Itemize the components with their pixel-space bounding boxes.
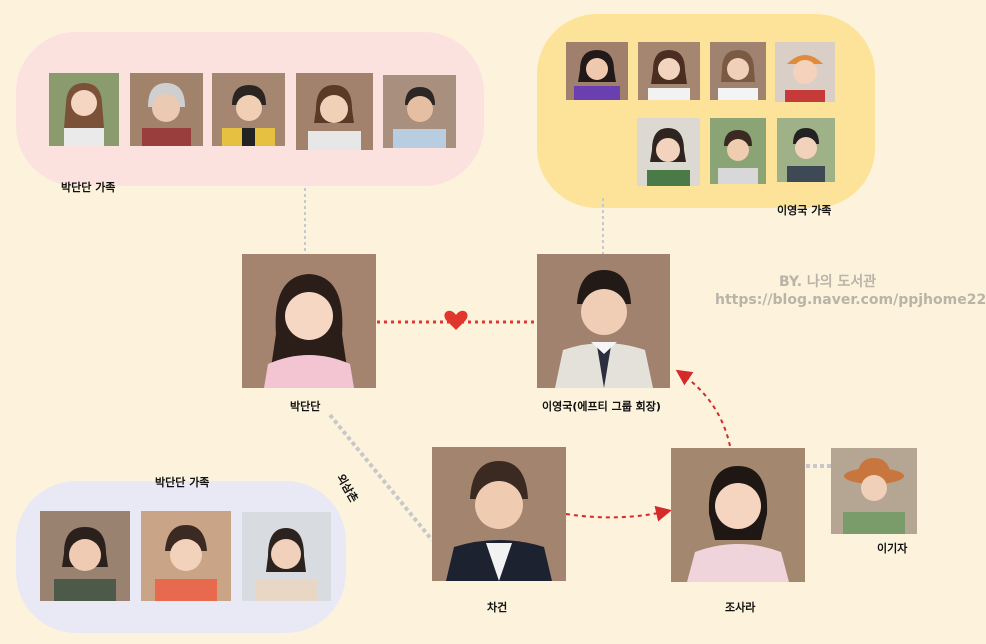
lee-younggook-photo [537, 254, 670, 388]
jo-to-lee-arrow [675, 369, 731, 447]
lee-family-member-photo-1 [566, 42, 628, 100]
jo-sara-name: 조사라 [725, 601, 756, 614]
credit-url: https://blog.naver.com/ppjhome22 [715, 292, 986, 308]
lee-family-member-photo-5 [637, 118, 700, 186]
lee-family-member-photo-2 [638, 42, 700, 100]
park-family-bottom-photo-3 [242, 512, 331, 601]
park-family-bottom-photo-2 [141, 511, 231, 601]
jo-sara-photo [671, 448, 805, 582]
cha-to-jo-arrow [565, 505, 672, 522]
lee-family-member-photo-7 [777, 118, 835, 182]
lee-family-member-photo-6 [710, 118, 766, 184]
lee-gija-photo [831, 448, 917, 534]
cha-gun-name: 차건 [487, 601, 508, 614]
lee-family-member-photo-4 [775, 42, 835, 102]
lee-family-label: 이영국 가족 [777, 204, 832, 217]
park-family-bottom-photo-1 [40, 511, 130, 601]
cha-gun-photo [432, 447, 566, 581]
lee-younggook-name: 이영국(에프티 그룹 회장) [542, 400, 661, 413]
credit-by: BY. 나의 도서관 [779, 274, 877, 290]
park-dandan-photo [242, 254, 376, 388]
relationship-lines [304, 188, 831, 542]
park-family-bottom-label: 박단단 가족 [155, 476, 210, 489]
park-family-member-photo-1 [49, 73, 119, 146]
park-family-member-photo-3 [212, 73, 285, 146]
park-family-top-label: 박단단 가족 [61, 181, 116, 194]
lee-family-member-photo-3 [710, 42, 766, 100]
park-dandan-name: 박단단 [290, 400, 321, 413]
heart-icon [444, 310, 468, 330]
park-family-member-photo-4 [296, 73, 373, 150]
park-family-member-photo-2 [130, 73, 203, 146]
uncle-link-line [328, 413, 434, 542]
park-family-member-photo-5 [383, 75, 456, 148]
lee-gija-name: 이기자 [877, 542, 908, 555]
